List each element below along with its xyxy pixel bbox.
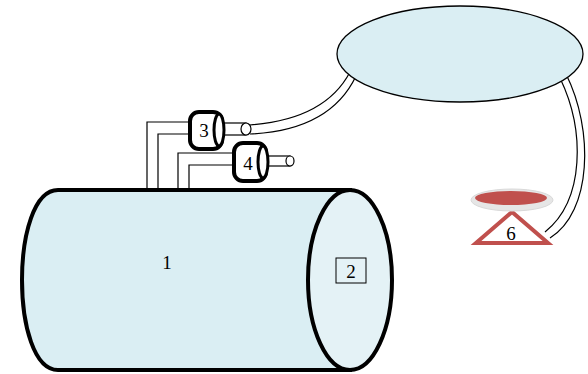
callout-number: 3 — [199, 121, 209, 140]
scale — [471, 189, 553, 243]
gas-bag — [337, 6, 583, 102]
callout-number: 2 — [346, 262, 356, 281]
callout-number: 6 — [506, 224, 516, 243]
callout-number: 4 — [243, 154, 253, 173]
valve — [190, 112, 268, 181]
tank — [22, 190, 392, 370]
callout-number: 1 — [162, 253, 172, 272]
